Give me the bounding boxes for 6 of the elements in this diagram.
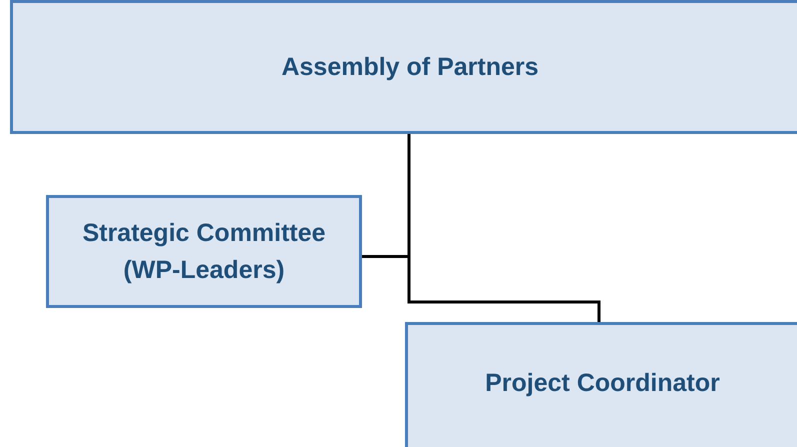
connector-line (408, 134, 600, 322)
node-label: Assembly of Partners (281, 52, 539, 83)
node-label: Project Coordinator (485, 368, 720, 399)
node-label: Strategic Committee (WP-Leaders) (81, 218, 327, 286)
committee-box (46, 195, 362, 308)
governance-box (10, 0, 797, 134)
